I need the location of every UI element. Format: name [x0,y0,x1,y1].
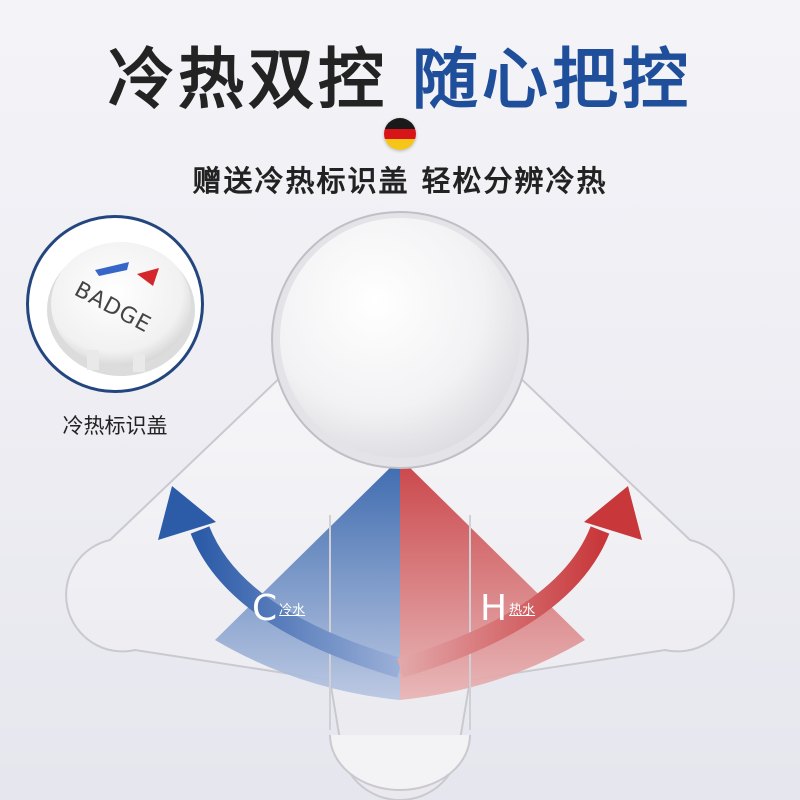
hot-letter: H [480,588,508,629]
cold-letter: C [252,588,278,629]
badge-caption: 冷热标识盖 [62,414,168,438]
hot-sector [400,458,585,700]
cold-text: 冷水 [279,603,306,618]
knob [271,211,529,469]
badge-cap-icon: BADGE [47,242,195,376]
german-flag-icon [384,118,416,150]
headline: 冷热双控随心把控 [0,26,800,122]
hot-text: 热水 [509,603,536,618]
headline-part2: 随心把控 [412,41,692,118]
cold-sector [215,458,400,700]
subtitle: 赠送冷热标识盖 轻松分辨冷热 [192,164,608,198]
cold-arrow-icon [158,486,403,678]
badge-photo: BADGE [26,215,204,393]
headline-part1: 冷热双控 [108,41,388,118]
hot-arrow-icon [397,486,642,678]
